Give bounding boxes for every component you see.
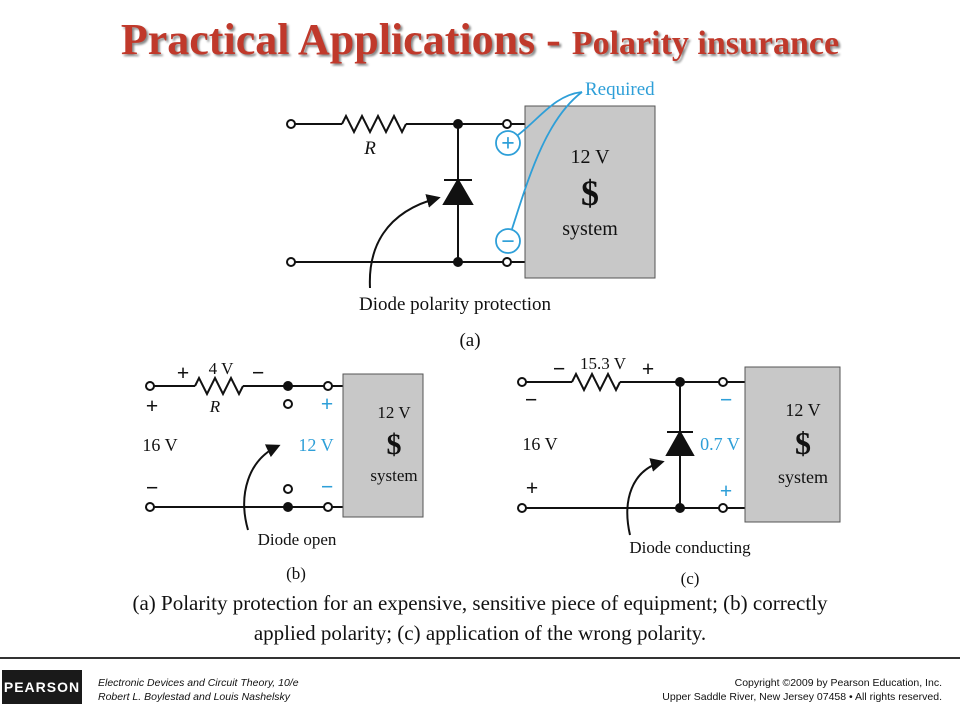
diode-symbol: [665, 429, 695, 456]
terminal: [145, 502, 155, 512]
pearson-logo: PEARSON: [2, 670, 82, 704]
junction-dot: [283, 502, 293, 512]
terminal: [718, 503, 728, 513]
required-minus: −: [501, 229, 515, 255]
caption-line-2: applied polarity; (c) application of the…: [253, 621, 707, 645]
arrow-pointer: [243, 444, 281, 531]
dollar-icon: $: [387, 428, 402, 461]
required-plus: +: [501, 131, 515, 157]
source-plus-b: +: [146, 393, 159, 418]
resistor-voltage-c: 15.3 V: [580, 354, 627, 373]
diode-label: Diode polarity protection: [359, 294, 552, 315]
resistor-minus-b: −: [252, 360, 265, 385]
system-voltage: 12 V: [570, 146, 610, 168]
diode-label-c: Diode conducting: [629, 538, 751, 557]
diode-symbol: [442, 178, 474, 205]
footer-authors: Robert L. Boylestad and Louis Nashelsky: [98, 691, 291, 703]
source-voltage-b: 16 V: [142, 435, 177, 455]
figure-label-a: (a): [459, 330, 480, 351]
load-plus-b: +: [321, 391, 334, 416]
load-minus-c: −: [720, 387, 733, 412]
figure-label-c: (c): [681, 569, 700, 588]
footer-divider: [0, 657, 960, 659]
figure-b: [145, 375, 343, 531]
open-terminal: [283, 399, 293, 409]
terminal: [145, 381, 155, 391]
figure-label-b: (b): [286, 564, 306, 583]
resistor-minus-c: −: [553, 356, 566, 381]
load-plus-c: +: [720, 478, 733, 503]
resistor-plus-c: +: [642, 356, 655, 381]
terminal: [323, 381, 333, 391]
circuit-diagram: + − Required R 12 V $ system Diode polar…: [142, 79, 841, 588]
resistor-label: R: [363, 138, 376, 159]
terminal: [517, 377, 527, 387]
dollar-icon: $: [581, 173, 599, 213]
page-title: Practical Applications - Polarity insura…: [0, 14, 960, 65]
caption-line-1: (a) Polarity protection for an expensive…: [132, 591, 828, 615]
terminal: [718, 377, 728, 387]
system-label: system: [562, 218, 618, 240]
resistor-symbol: [341, 113, 407, 135]
required-label: Required: [585, 79, 655, 100]
source-minus-c: −: [525, 387, 538, 412]
resistor-symbol: [571, 371, 621, 393]
load-minus-b: −: [321, 474, 334, 499]
diode-voltage-c: 0.7 V: [700, 434, 740, 454]
system-box-b: [342, 373, 424, 518]
system-box-c: [744, 366, 841, 523]
resistor-label-b: R: [209, 397, 221, 416]
source-plus-c: +: [526, 475, 539, 500]
system-voltage-b: 12 V: [377, 403, 411, 422]
footer-copyright-line: Copyright ©2009 by Pearson Education, In…: [734, 677, 942, 689]
system-box-a: [524, 105, 656, 279]
title-sub: Polarity insurance: [571, 25, 840, 62]
terminal: [286, 257, 296, 267]
load-voltage-b: 12 V: [298, 435, 333, 455]
terminal: [517, 503, 527, 513]
resistor-voltage-b: 4 V: [209, 359, 234, 378]
terminal: [286, 119, 296, 129]
required-markers: [495, 91, 583, 254]
source-minus-b: −: [146, 475, 159, 500]
system-label-c: system: [778, 467, 828, 487]
terminal: [323, 502, 333, 512]
terminal: [502, 119, 512, 129]
footer-book-info: Electronic Devices and Circuit Theory, 1…: [98, 676, 299, 704]
resistor-plus-b: +: [177, 360, 190, 385]
dollar-icon: $: [795, 425, 811, 461]
footer-copyright: Copyright ©2009 by Pearson Education, In…: [662, 676, 942, 704]
terminal: [502, 257, 512, 267]
source-voltage-c: 16 V: [522, 434, 557, 454]
figure-a: [286, 113, 525, 289]
figure-c: [517, 371, 745, 536]
arrow-pointer: [626, 458, 665, 536]
resistor-symbol: [194, 375, 244, 397]
system-label-b: system: [370, 466, 417, 485]
footer-book-title: Electronic Devices and Circuit Theory, 1…: [98, 677, 299, 689]
open-terminal: [283, 484, 293, 494]
figure-caption: (a) Polarity protection for an expensive…: [10, 588, 950, 648]
title-main: Practical Applications -: [120, 15, 572, 64]
footer-rights-line: Upper Saddle River, New Jersey 07458 • A…: [662, 691, 942, 703]
system-voltage-c: 12 V: [785, 400, 820, 420]
diode-label-b: Diode open: [258, 530, 337, 549]
arrow-pointer: [368, 194, 441, 289]
junction-dot: [283, 381, 293, 391]
